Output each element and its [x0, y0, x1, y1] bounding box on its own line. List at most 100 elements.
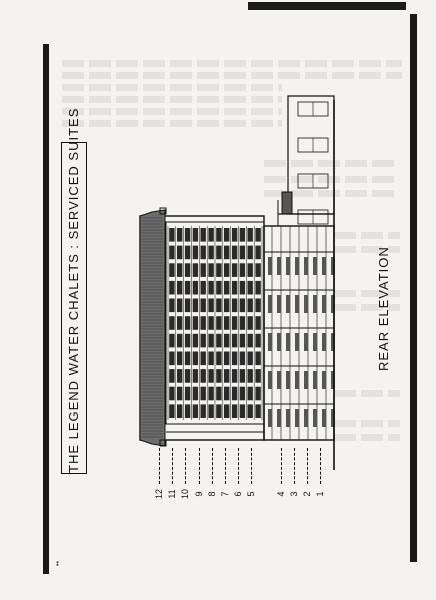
window: [247, 333, 253, 348]
podium-window: [331, 409, 335, 427]
window: [239, 369, 246, 383]
bleed-through-line: [264, 160, 399, 167]
window: [200, 386, 206, 401]
window: [184, 245, 191, 260]
window: [208, 333, 214, 348]
scan-page-mark: ••: [54, 561, 62, 566]
window: [184, 386, 191, 401]
window: [224, 316, 230, 330]
podium-window: [304, 257, 308, 275]
window: [184, 351, 191, 366]
window: [184, 228, 191, 242]
window: [239, 228, 246, 242]
window: [231, 333, 238, 348]
floor-level-dimension-line: [225, 448, 226, 484]
window: [192, 280, 199, 295]
floor-level-label: 12: [154, 489, 164, 500]
window: [224, 333, 230, 348]
floor-level-dimension-line: [172, 448, 174, 484]
window: [231, 316, 238, 330]
podium-window: [277, 257, 281, 275]
window: [169, 263, 175, 277]
floor-level-dimension-line: [320, 448, 322, 484]
floor-level-label: 8: [206, 491, 217, 497]
bleed-through-line: [62, 108, 282, 115]
window: [255, 316, 261, 330]
window: [200, 369, 206, 383]
window: [177, 316, 183, 330]
bleed-through-line: [62, 72, 402, 79]
window: [247, 280, 253, 295]
podium-window: [286, 295, 290, 313]
podium-window: [313, 371, 317, 389]
window: [192, 386, 199, 401]
floor-level-dimension-line: [211, 448, 213, 484]
bleed-through-line: [62, 84, 282, 91]
window: [231, 280, 238, 295]
podium-window: [295, 409, 299, 427]
window: [216, 333, 222, 348]
window: [224, 351, 230, 366]
window: [169, 228, 175, 242]
window: [208, 280, 214, 295]
annex-stair: [281, 191, 293, 215]
floor-level-label: 5: [246, 491, 257, 497]
podium-window: [313, 409, 317, 427]
window: [169, 351, 175, 366]
bleed-through-line: [62, 120, 282, 127]
window: [192, 404, 199, 418]
floor-level-dimension-line: [198, 448, 200, 484]
window: [216, 404, 222, 418]
podium-window: [268, 333, 272, 351]
podium-window: [268, 371, 272, 389]
elevation-label: REAR ELEVATION: [376, 246, 391, 371]
podium-window: [313, 333, 317, 351]
floor-level-dimension-line: [185, 448, 187, 484]
window: [184, 404, 191, 418]
window: [208, 316, 214, 330]
window: [200, 351, 206, 366]
floor-level-label: 4: [275, 491, 286, 497]
podium-window: [322, 409, 326, 427]
podium-window: [322, 371, 326, 389]
window: [247, 245, 253, 260]
window: [200, 404, 206, 418]
floor-level-dimension-line: [307, 448, 308, 484]
window: [216, 263, 222, 277]
window: [239, 351, 246, 366]
window: [255, 386, 261, 401]
window: [200, 316, 206, 330]
podium-window: [304, 371, 308, 389]
window: [184, 263, 191, 277]
podium-window: [331, 371, 335, 389]
annex-block: [287, 95, 335, 215]
podium-window: [295, 295, 299, 313]
floor-level-label: 9: [193, 491, 204, 497]
window: [247, 263, 253, 277]
window: [192, 298, 199, 313]
podium-window: [277, 409, 281, 427]
window: [224, 386, 230, 401]
podium-window: [268, 409, 272, 427]
floor-level-label: 1: [315, 491, 326, 497]
podium-window: [277, 333, 281, 351]
window: [216, 316, 222, 330]
window: [255, 333, 261, 348]
window: [184, 333, 191, 348]
window: [177, 404, 183, 418]
window: [208, 245, 214, 260]
podium-window: [277, 371, 281, 389]
window: [177, 280, 183, 295]
podium-window: [322, 257, 326, 275]
window: [169, 369, 175, 383]
bleed-through-line: [334, 232, 400, 239]
window: [231, 386, 238, 401]
window: [216, 351, 222, 366]
floor-level-label: 11: [167, 489, 178, 499]
floor-level-label: 7: [220, 491, 230, 497]
window: [247, 386, 253, 401]
window: [231, 369, 238, 383]
window: [177, 351, 183, 366]
